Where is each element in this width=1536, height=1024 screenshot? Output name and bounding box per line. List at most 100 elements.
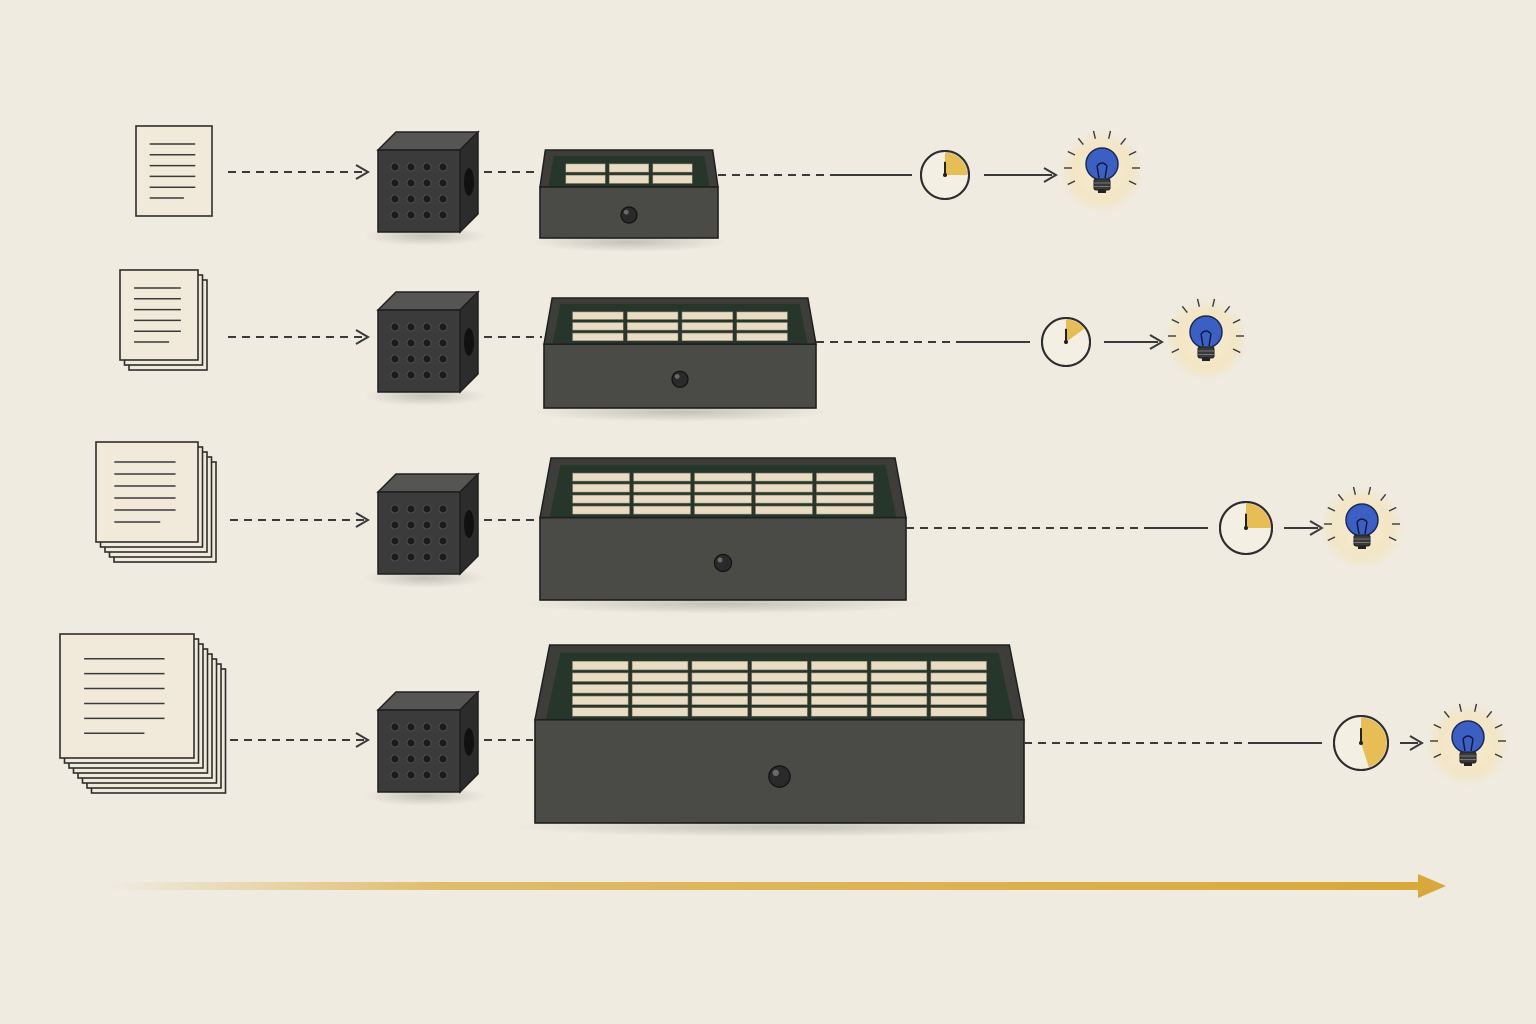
- cube-dot: [422, 754, 432, 764]
- arrow-clock-to-bulb: [1104, 334, 1164, 350]
- bulb-tip: [1464, 763, 1472, 766]
- clock-icon: [920, 150, 970, 200]
- tray-cell: [633, 494, 691, 504]
- cube-dot: [422, 338, 432, 348]
- tray-cell: [736, 332, 788, 342]
- tray-cell: [811, 684, 868, 694]
- cube-dot: [406, 210, 416, 220]
- document-stack-icon: [59, 633, 227, 794]
- tray-cell: [811, 660, 868, 671]
- cube-dot: [390, 210, 400, 220]
- bulb-glass: [1451, 720, 1485, 754]
- tray-cell: [755, 472, 813, 482]
- clock-icon: [1219, 501, 1273, 555]
- bulb-ray: [1337, 493, 1344, 501]
- arrow-clock-to-bulb: [1284, 520, 1324, 536]
- tray-cell: [608, 174, 650, 184]
- tray-cell: [681, 311, 734, 320]
- tray-cell: [870, 660, 928, 671]
- tray-cell: [751, 695, 808, 705]
- lightbulb-icon: [1164, 298, 1248, 382]
- tray-cell: [870, 707, 928, 717]
- tray-cell: [631, 695, 689, 705]
- bulb-ray: [1458, 703, 1463, 712]
- cube-dot: [438, 754, 448, 764]
- cube-dot: [438, 354, 448, 364]
- cube-dot: [422, 162, 432, 172]
- cube-dot: [422, 322, 432, 332]
- document-sheet: [95, 441, 199, 543]
- document-sheet: [135, 125, 213, 217]
- cube-dot: [390, 178, 400, 188]
- bulb-base: [1093, 178, 1111, 191]
- bulb-ray: [1128, 180, 1137, 186]
- cube-dot: [390, 194, 400, 204]
- tray-cell: [572, 483, 630, 493]
- cube-dot: [390, 338, 400, 348]
- cube-dot: [406, 370, 416, 380]
- cube-dot: [438, 178, 448, 188]
- bulb-base: [1197, 346, 1215, 359]
- timeline-bar: [110, 882, 1422, 890]
- tray-cell: [652, 163, 693, 173]
- tray-cell: [572, 684, 629, 694]
- lightbulb-icon: [1320, 486, 1404, 570]
- tray-cell: [631, 707, 689, 717]
- tray-cell: [626, 332, 679, 342]
- storage-tray-icon: [510, 644, 1049, 837]
- tray-knob-highlight: [772, 769, 779, 777]
- document-sheet: [119, 269, 199, 361]
- tray-cell: [572, 322, 624, 331]
- scale-timeline-arrow: [110, 874, 1446, 898]
- cube-dot: [422, 178, 432, 188]
- cube-dot: [438, 210, 448, 220]
- document-sheet: [59, 633, 195, 759]
- cube-dot: [422, 354, 432, 364]
- tray-cell: [572, 695, 629, 705]
- bulb-filament: [1356, 518, 1368, 535]
- cube-front-face: [377, 709, 461, 793]
- cube-front-face: [377, 309, 461, 393]
- cube-dot: [406, 354, 416, 364]
- cube-dot: [406, 520, 416, 530]
- bulb-ray: [1196, 298, 1201, 307]
- bulb-ray: [1352, 486, 1357, 495]
- tray-knob-highlight: [623, 209, 629, 215]
- clock-center: [1359, 741, 1363, 745]
- cube-dot: [390, 722, 400, 732]
- processor-cube-icon: [363, 130, 487, 246]
- cube-dot: [406, 770, 416, 780]
- bulb-ray: [1327, 506, 1336, 512]
- cube-dot: [438, 552, 448, 562]
- cube-dot: [422, 738, 432, 748]
- arrow-head: [1043, 167, 1058, 183]
- tray-cell: [816, 483, 874, 493]
- tray-cell: [736, 322, 788, 331]
- tray-knob: [620, 206, 638, 224]
- tray-cell: [694, 494, 752, 504]
- bulb-ray: [1211, 298, 1216, 307]
- tray-cell: [572, 505, 630, 515]
- storage-tray-icon: [531, 149, 727, 252]
- bulb-ray: [1232, 318, 1241, 324]
- cube-dot: [438, 770, 448, 780]
- tray-knob: [713, 553, 733, 573]
- bulb-tip: [1098, 190, 1106, 193]
- tray-cell: [811, 695, 868, 705]
- tray-cell: [755, 494, 813, 504]
- cube-dot: [406, 178, 416, 188]
- bulb-ray: [1128, 150, 1137, 156]
- cube-dot: [438, 162, 448, 172]
- arrow-clock-to-bulb: [984, 167, 1058, 183]
- tray-cell: [816, 505, 874, 515]
- bulb-ray: [1171, 318, 1180, 324]
- arrow-clock-to-bulb: [1400, 735, 1424, 751]
- tray-cell: [736, 311, 788, 320]
- bulb-ray: [1433, 723, 1442, 729]
- bulb-ray: [1107, 130, 1112, 139]
- arrow-docs-to-cube: [228, 164, 370, 180]
- clock-rim: [1219, 501, 1273, 555]
- tray-cell: [751, 684, 808, 694]
- tray-cell: [633, 483, 691, 493]
- cube-dot: [438, 738, 448, 748]
